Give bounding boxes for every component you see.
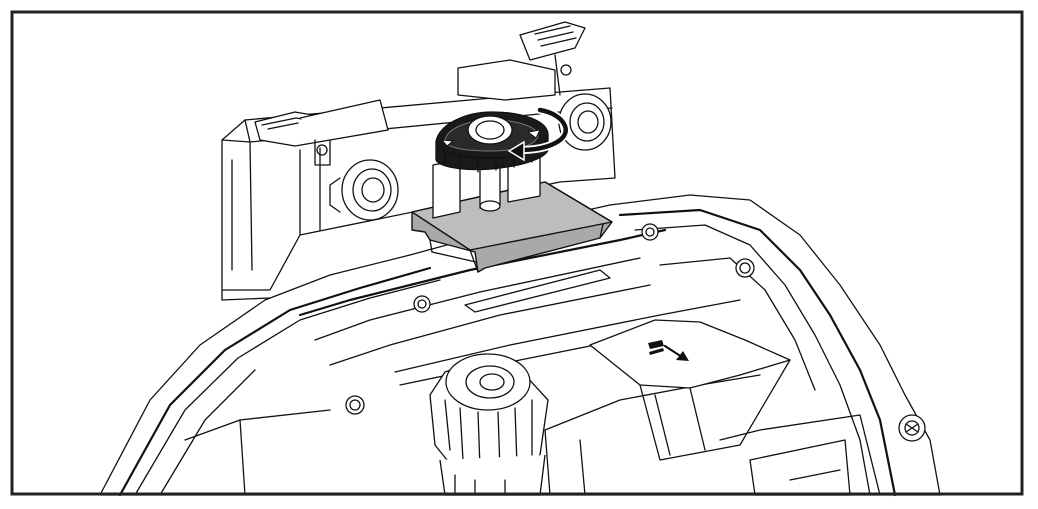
mounting-clamp [411,181,613,273]
latch-left [254,99,389,166]
open-direction-arrow-icon [648,340,689,361]
side-screw [898,414,926,442]
rotation-arrow-icon [507,106,570,162]
cable-gland-right [558,93,612,151]
latch-right [457,21,586,101]
figure-border [10,10,1024,496]
cover-plate [589,319,791,461]
cable-gland-left [329,159,399,221]
rotary-cap [429,353,549,496]
